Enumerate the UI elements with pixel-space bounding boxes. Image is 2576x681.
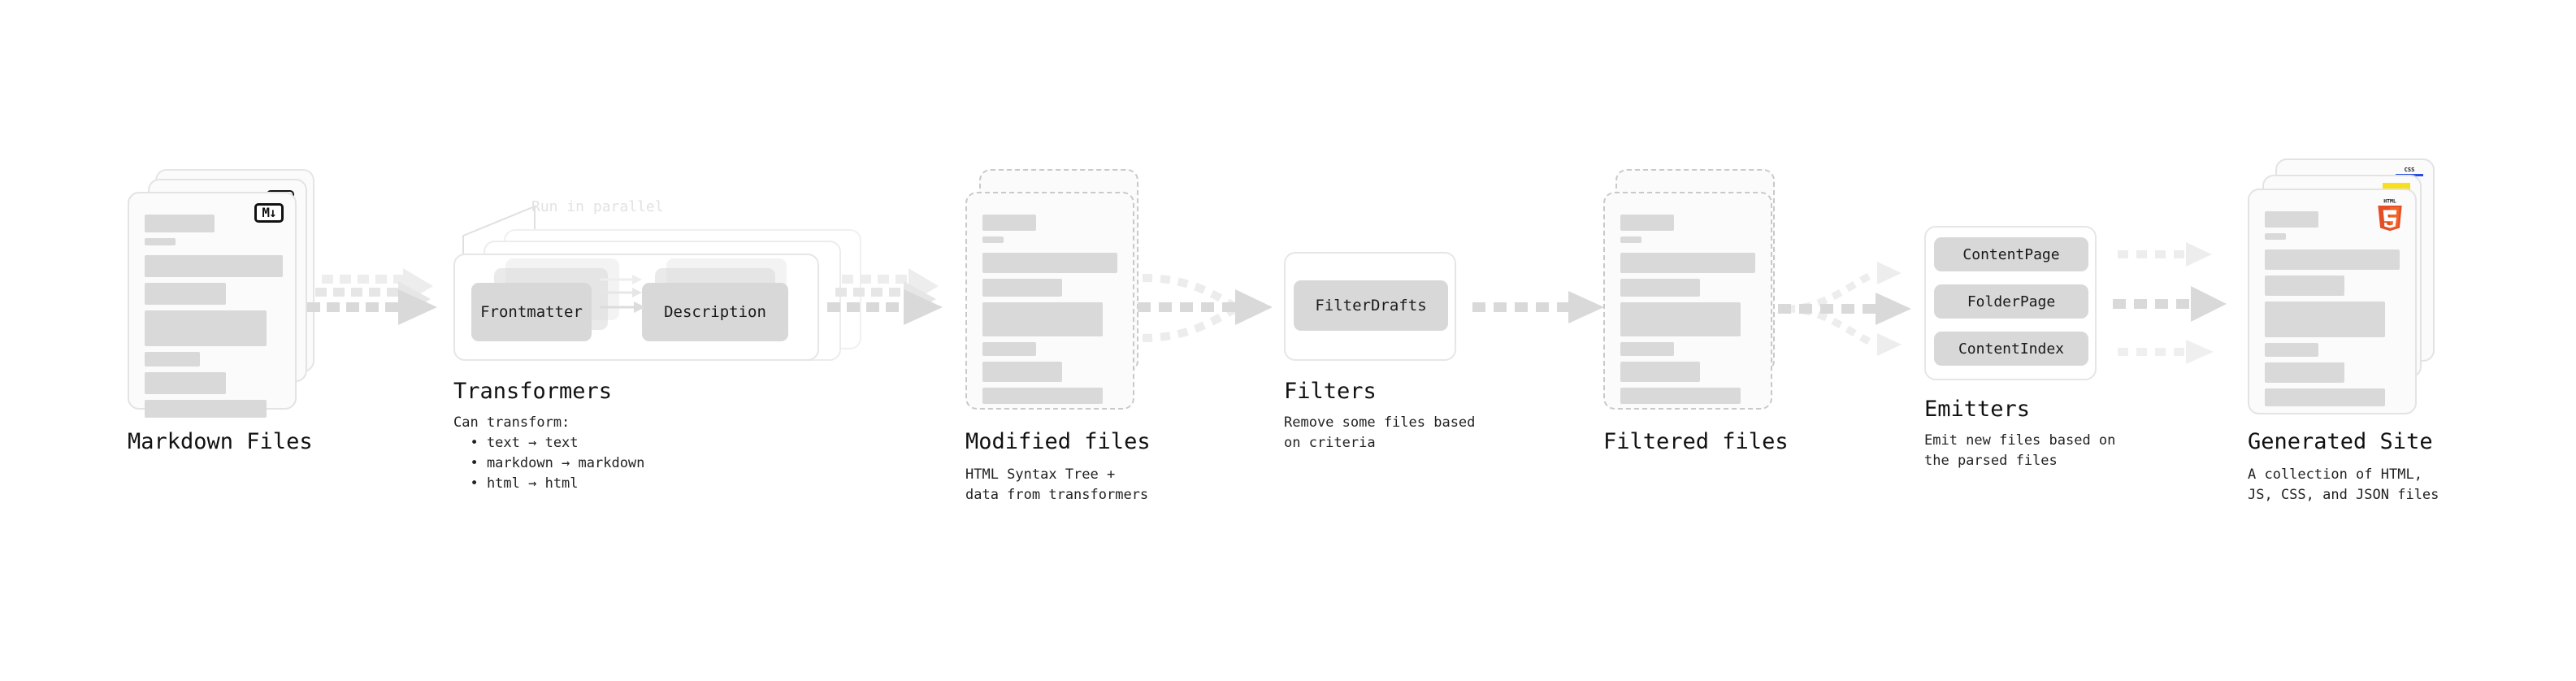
site-doc-front: HTML (2248, 189, 2417, 414)
stage-title-filters: Filters (1284, 379, 1377, 404)
emitter-chip-contentpage[interactable]: ContentPage (1934, 237, 2088, 271)
markdown-doc-front: M↓ (128, 192, 297, 418)
emitter-chip-folderpage-label: FolderPage (1967, 293, 2056, 310)
stage-title-filtered-files: Filtered files (1603, 429, 1789, 454)
doc-skeleton (982, 215, 1125, 410)
stage-title-markdown-files: Markdown Files (128, 429, 313, 454)
stage-title-generated-site: Generated Site (2248, 429, 2433, 454)
stage-description-modified-files: HTML Syntax Tree + data from transformer… (965, 466, 1149, 503)
doc-skeleton (1620, 215, 1763, 410)
emitter-chip-folderpage[interactable]: FolderPage (1934, 284, 2088, 319)
emitter-chip-contentindex-label: ContentIndex (1958, 340, 2065, 358)
emitter-chip-contentpage-label: ContentPage (1962, 245, 2060, 263)
doc-skeleton (2265, 211, 2407, 412)
emitter-chip-contentindex[interactable]: ContentIndex (1934, 332, 2088, 366)
doc-skeleton (145, 215, 287, 423)
parallel-callout-line (462, 205, 536, 258)
stage-description-generated-site: A collection of HTML, JS, CSS, and JSON … (2248, 466, 2439, 503)
conn-transformers-to-modified (827, 268, 982, 349)
modified-doc-front (965, 192, 1134, 410)
filter-chip-filterdrafts[interactable]: FilterDrafts (1294, 280, 1448, 331)
conn-filtered-to-emitters (1778, 252, 1924, 374)
conn-modified-to-filters (1138, 268, 1292, 358)
transformer-chip-description-label: Description (664, 303, 766, 321)
conn-filters-to-filtered (1472, 291, 1611, 340)
stage-title-transformers: Transformers (453, 379, 613, 404)
html5-badge-icon: HTML (2378, 197, 2402, 232)
filter-chip-filterdrafts-label: FilterDrafts (1315, 297, 1427, 314)
svg-text:HTML: HTML (2383, 197, 2396, 204)
conn-emitters-to-site (2113, 228, 2259, 374)
transformer-chip-frontmatter[interactable]: Frontmatter (471, 283, 592, 341)
stage-description-transformers: Can transform: • text → text • markdown … (453, 414, 645, 492)
parallel-annotation-label: Run in parallel (531, 198, 664, 215)
transformer-chip-description[interactable]: Description (642, 283, 788, 341)
stage-description-emitters: Emit new files based on the parsed files (1924, 432, 2116, 469)
transformer-inner-arrows (600, 275, 645, 313)
stage-description-filters: Remove some files based on criteria (1284, 414, 1476, 451)
markdown-badge-icon: M↓ (254, 203, 284, 223)
stage-title-emitters: Emitters (1924, 397, 2031, 422)
transformer-chip-frontmatter-label: Frontmatter (480, 303, 583, 321)
stage-title-modified-files: Modified files (965, 429, 1151, 454)
filtered-doc-front (1603, 192, 1772, 410)
conn-markdown-to-transformers (307, 268, 462, 349)
